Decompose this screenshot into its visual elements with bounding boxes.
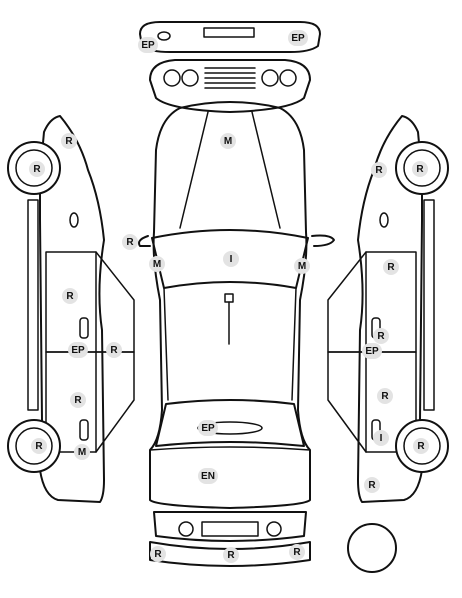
damage-marker-badge xyxy=(377,388,393,404)
damage-marker-code: EP xyxy=(201,423,215,434)
damage-marker: M xyxy=(294,258,310,274)
damage-marker-code: R xyxy=(110,345,118,356)
damage-marker: R xyxy=(289,544,305,560)
damage-marker-code: R xyxy=(154,549,162,560)
damage-marker: I xyxy=(373,430,389,446)
damage-marker: R xyxy=(223,547,239,563)
rear-bumper xyxy=(149,511,311,567)
damage-marker-badge xyxy=(149,256,165,272)
damage-marker-badge xyxy=(198,420,218,436)
damage-marker-code: EP xyxy=(291,33,305,44)
damage-marker-badge xyxy=(29,161,45,177)
right-side-body xyxy=(327,115,449,503)
damage-marker: EP xyxy=(68,342,88,358)
damage-marker-badge xyxy=(223,547,239,563)
damage-marker-badge xyxy=(74,444,90,460)
damage-marker-code: R xyxy=(381,391,389,402)
damage-marker-badge xyxy=(220,133,236,149)
damage-marker-code: R xyxy=(126,237,134,248)
damage-marker-badge xyxy=(364,477,380,493)
damage-marker: R xyxy=(371,162,387,178)
damage-marker-badge xyxy=(106,342,122,358)
damage-marker-badge xyxy=(122,234,138,250)
damage-marker-code: R xyxy=(33,164,41,175)
damage-markers: EP EP M R R R R R M I M R R R EP R EP R R EP R M I R EN R R R R xyxy=(29,30,429,563)
damage-marker: I xyxy=(223,251,239,267)
damage-marker: R xyxy=(364,477,380,493)
damage-marker: EP xyxy=(362,343,382,359)
damage-marker: R xyxy=(377,388,393,404)
damage-marker-badge xyxy=(373,430,389,446)
damage-marker-code: EP xyxy=(365,346,379,357)
damage-marker: R xyxy=(383,259,399,275)
damage-marker-badge xyxy=(138,37,158,53)
damage-marker-code: R xyxy=(377,331,385,342)
damage-marker: EN xyxy=(198,468,218,484)
damage-marker-code: R xyxy=(227,550,235,561)
damage-marker: R xyxy=(70,392,86,408)
damage-marker-code: M xyxy=(298,261,306,272)
damage-marker-badge xyxy=(61,133,77,149)
damage-marker-badge xyxy=(288,30,308,46)
damage-marker-badge xyxy=(68,342,88,358)
damage-marker: M xyxy=(220,133,236,149)
damage-marker-code: R xyxy=(65,136,73,147)
damage-marker: R xyxy=(413,438,429,454)
damage-marker-badge xyxy=(198,468,218,484)
damage-marker-code: R xyxy=(74,395,82,406)
damage-marker: R xyxy=(31,438,47,454)
damage-marker-badge xyxy=(223,251,239,267)
damage-marker-badge xyxy=(383,259,399,275)
front-grille xyxy=(149,59,311,113)
damage-marker-code: R xyxy=(293,547,301,558)
damage-marker-code: R xyxy=(417,441,425,452)
damage-marker-badge xyxy=(413,438,429,454)
damage-marker-code: EN xyxy=(201,471,215,482)
damage-marker-badge xyxy=(412,161,428,177)
damage-marker-badge xyxy=(373,328,389,344)
damage-marker-code: R xyxy=(368,480,376,491)
damage-marker-badge xyxy=(294,258,310,274)
damage-marker: EP xyxy=(288,30,308,46)
damage-marker: R xyxy=(412,161,428,177)
damage-marker: R xyxy=(62,288,78,304)
damage-marker-code: R xyxy=(375,165,383,176)
damage-marker-code: M xyxy=(78,447,86,458)
damage-marker: EP xyxy=(198,420,218,436)
damage-marker-code: I xyxy=(380,433,383,444)
damage-marker-badge xyxy=(31,438,47,454)
damage-marker-badge xyxy=(371,162,387,178)
damage-marker-badge xyxy=(289,544,305,560)
damage-marker: R xyxy=(61,133,77,149)
spare-wheel xyxy=(347,523,397,573)
damage-marker-code: R xyxy=(416,164,424,175)
damage-marker-code: EP xyxy=(141,40,155,51)
damage-marker: M xyxy=(149,256,165,272)
damage-marker-code: M xyxy=(153,259,161,270)
damage-marker: R xyxy=(122,234,138,250)
damage-marker-code: R xyxy=(387,262,395,273)
damage-marker-code: M xyxy=(224,136,232,147)
damage-marker: R xyxy=(373,328,389,344)
damage-marker-badge xyxy=(362,343,382,359)
damage-marker-code: R xyxy=(35,441,43,452)
damage-marker-code: R xyxy=(66,291,74,302)
damage-marker-badge xyxy=(150,546,166,562)
damage-marker: R xyxy=(150,546,166,562)
damage-marker: EP xyxy=(138,37,158,53)
damage-marker-code: I xyxy=(230,254,233,265)
damage-marker: M xyxy=(74,444,90,460)
damage-marker: R xyxy=(29,161,45,177)
damage-marker-code: EP xyxy=(71,345,85,356)
damage-marker-badge xyxy=(62,288,78,304)
left-side-body xyxy=(7,115,135,503)
car-body-top-view xyxy=(138,101,335,509)
damage-marker-badge xyxy=(70,392,86,408)
damage-marker: R xyxy=(106,342,122,358)
